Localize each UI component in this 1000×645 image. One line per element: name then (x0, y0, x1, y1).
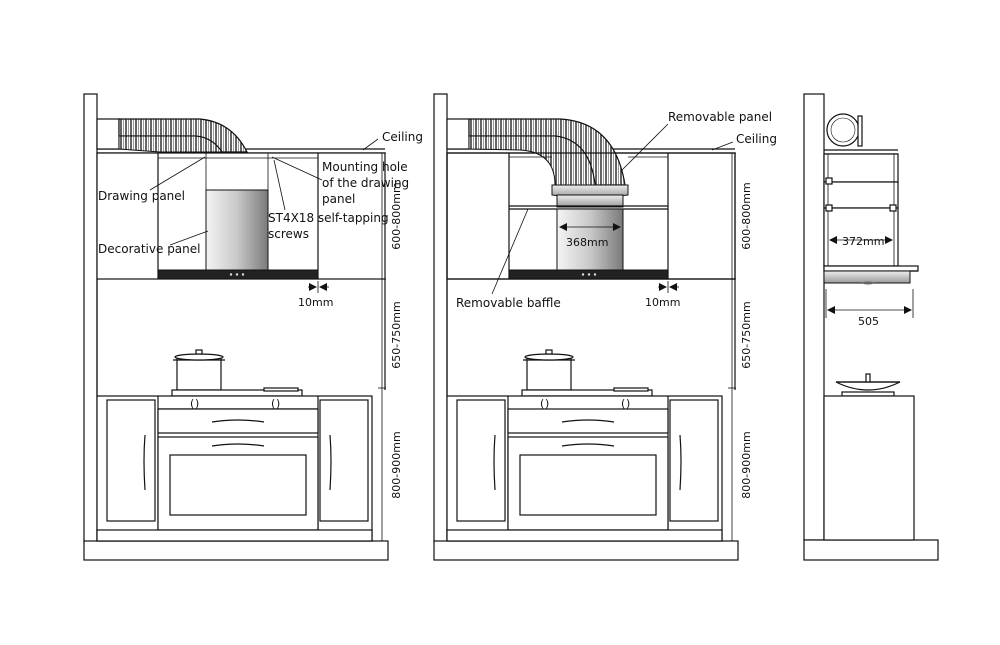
duct-roll-side (826, 113, 860, 147)
dim-counter-height-left: 800-900mm (390, 431, 403, 498)
dim-counter-height-middle: 800-900mm (740, 431, 753, 498)
dim-hood-height-left: 650-750mm (390, 301, 403, 368)
floor-left (83, 540, 389, 561)
svg-text:): ) (545, 397, 549, 410)
svg-text:): ) (195, 397, 199, 410)
dim-width-side: 372mm (842, 235, 884, 248)
chimney-middle (556, 208, 624, 271)
dim-hood-height-middle: 650-750mm (740, 301, 753, 368)
flexible-duct-left (96, 118, 248, 153)
wok-side (835, 373, 901, 397)
svg-text:(: ( (540, 397, 544, 410)
label-ceiling-left: Ceiling (382, 130, 423, 144)
label-mounting-hole-2: of the drawing (322, 176, 409, 190)
label-removable-panel: Removable panel (668, 110, 772, 124)
dim-gap-middle: 10mm (645, 296, 680, 309)
label-screws-2: screws (268, 227, 309, 241)
svg-text:): ) (626, 397, 630, 410)
svg-text:): ) (276, 397, 280, 410)
dimension-lines-left (378, 152, 386, 542)
svg-text:(: ( (621, 397, 625, 410)
flexible-duct-middle (446, 118, 629, 208)
svg-text:(: ( (190, 397, 194, 410)
label-mounting-hole-3: panel (322, 192, 355, 206)
dim-width-middle: 368mm (566, 236, 608, 249)
decorative-panel-left (205, 189, 269, 271)
label-drawing-panel: Drawing panel (98, 189, 185, 203)
dim-gap-left: 10mm (298, 296, 333, 309)
pot-left (173, 349, 225, 391)
side-view (803, 93, 939, 561)
label-ceiling-middle: Ceiling (736, 132, 777, 146)
pot-middle (523, 349, 575, 391)
front-view-left: () () (83, 93, 389, 561)
label-decorative-panel: Decorative panel (98, 242, 200, 256)
wall-left (83, 93, 98, 543)
label-removable-baffle: Removable baffle (456, 296, 561, 310)
dim-cabinet-height-middle: 600-800mm (740, 182, 753, 249)
dim-cabinet-height-left: 600-800mm (390, 182, 403, 249)
svg-text:(: ( (271, 397, 275, 410)
dim-depth-side: 505 (858, 315, 879, 328)
label-screws-1: ST4X18 self-tapping (268, 211, 389, 225)
front-view-middle: () () (433, 93, 739, 561)
dimension-lines-middle (728, 152, 736, 542)
label-mounting-hole-1: Mounting hole (322, 160, 408, 174)
